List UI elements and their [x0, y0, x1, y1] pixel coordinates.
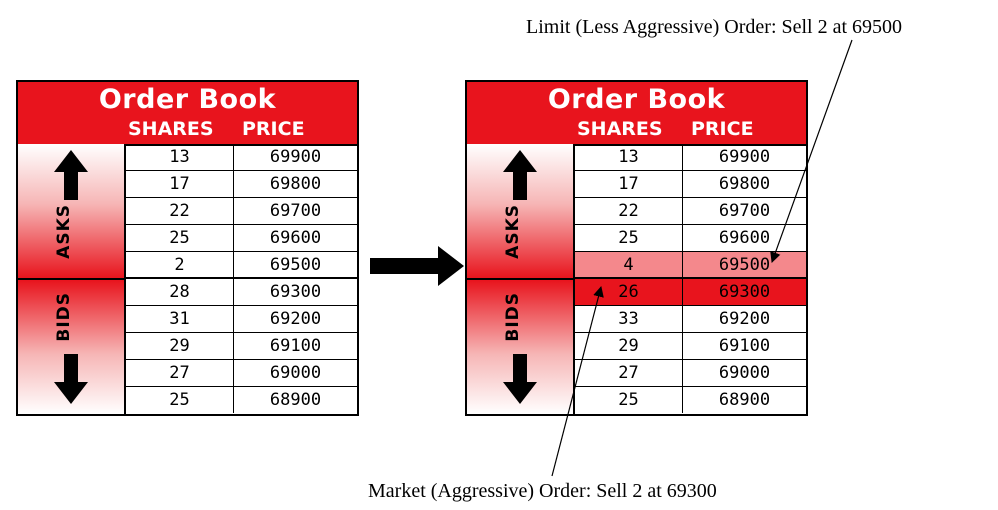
bid-row: 31 69200: [126, 306, 357, 333]
limit-order-annotation: Limit (Less Aggressive) Order: Sell 2 at…: [526, 16, 903, 38]
arrow-up-icon: [54, 150, 88, 200]
bid-row: 25 68900: [575, 387, 806, 414]
order-book-after: Order Book SHARES PRICE ASKS BIDS 13 6990…: [465, 80, 808, 416]
price-cell: 69300: [718, 282, 771, 302]
shares-cell: 22: [126, 198, 234, 224]
price-cell: 69500: [269, 255, 322, 275]
shares-cell: 25: [575, 387, 683, 413]
ask-row: 25 69600: [575, 225, 806, 252]
shares-cell: 26: [575, 279, 683, 305]
arrow-up-icon: [503, 150, 537, 200]
ask-row: 2 69500: [126, 252, 357, 279]
shares-cell: 25: [126, 387, 234, 413]
price-cell: 69500: [718, 255, 771, 275]
price-cell: 69800: [718, 174, 771, 194]
arrow-down-icon: [503, 354, 537, 404]
shares-cell: 13: [575, 144, 683, 170]
shares-cell: 13: [126, 144, 234, 170]
price-cell: 69900: [269, 147, 322, 167]
price-cell: 69200: [718, 309, 771, 329]
price-cell: 68900: [718, 390, 771, 410]
shares-cell: 29: [126, 333, 234, 359]
price-cell: 69800: [269, 174, 322, 194]
price-cell: 69100: [269, 336, 322, 356]
shares-cell: 4: [575, 252, 683, 278]
shares-cell: 27: [126, 360, 234, 386]
market-order-row: 26 69300: [575, 279, 806, 306]
price-cell: 68900: [269, 390, 322, 410]
ask-row: 22 69700: [575, 198, 806, 225]
order-book-header: Order Book SHARES PRICE: [467, 82, 806, 146]
bid-row: 25 68900: [126, 387, 357, 414]
shares-column-header: SHARES: [128, 118, 214, 140]
ask-row: 13 69900: [575, 144, 806, 171]
shares-cell: 29: [575, 333, 683, 359]
shares-cell: 25: [575, 225, 683, 251]
price-cell: 69600: [269, 228, 322, 248]
price-cell: 69000: [718, 363, 771, 383]
shares-cell: 28: [126, 279, 234, 305]
ask-row: 22 69700: [126, 198, 357, 225]
shares-cell: 17: [126, 171, 234, 197]
bid-row: 29 69100: [575, 333, 806, 360]
price-cell: 69600: [718, 228, 771, 248]
market-order-annotation: Market (Aggressive) Order: Sell 2 at 693…: [368, 480, 717, 502]
ask-row: 25 69600: [126, 225, 357, 252]
price-cell: 69200: [269, 309, 322, 329]
asks-side: ASKS: [18, 144, 126, 280]
shares-cell: 17: [575, 171, 683, 197]
price-cell: 69300: [269, 282, 322, 302]
order-book-before: Order Book SHARES PRICE ASKS BIDS 13 6990…: [16, 80, 359, 416]
price-cell: 69900: [718, 147, 771, 167]
price-cell: 69000: [269, 363, 322, 383]
price-cell: 69700: [718, 201, 771, 221]
asks-label: ASKS: [503, 204, 523, 259]
shares-cell: 31: [126, 306, 234, 332]
shares-cell: 25: [126, 225, 234, 251]
bids-label: BIDS: [503, 292, 523, 342]
bids-label: BIDS: [54, 292, 74, 342]
shares-column-header: SHARES: [577, 118, 663, 140]
order-book-title: Order Book: [547, 84, 726, 115]
bid-row: 27 69000: [126, 360, 357, 387]
ask-row: 17 69800: [126, 171, 357, 198]
price-cell: 69100: [718, 336, 771, 356]
order-rows: 13 69900 17 69800 22 69700 25 69600 4 69500 2…: [575, 144, 806, 414]
shares-cell: 27: [575, 360, 683, 386]
shares-cell: 22: [575, 198, 683, 224]
bid-row: 29 69100: [126, 333, 357, 360]
transition-arrow-icon: [370, 246, 464, 286]
price-column-header: PRICE: [242, 118, 305, 140]
bid-row: 33 69200: [575, 306, 806, 333]
asks-side: ASKS: [467, 144, 575, 280]
asks-label: ASKS: [54, 204, 74, 259]
bid-row: 28 69300: [126, 279, 357, 306]
order-rows: 13 69900 17 69800 22 69700 25 69600 2 69500 2…: [126, 144, 357, 414]
limit-order-row: 4 69500: [575, 252, 806, 279]
bids-side: BIDS: [467, 280, 575, 414]
bids-side: BIDS: [18, 280, 126, 414]
shares-cell: 2: [126, 252, 234, 278]
price-cell: 69700: [269, 201, 322, 221]
price-column-header: PRICE: [691, 118, 754, 140]
ask-row: 13 69900: [126, 144, 357, 171]
order-book-title: Order Book: [98, 84, 277, 115]
ask-row: 17 69800: [575, 171, 806, 198]
bid-row: 27 69000: [575, 360, 806, 387]
shares-cell: 33: [575, 306, 683, 332]
arrow-down-icon: [54, 354, 88, 404]
order-book-header: Order Book SHARES PRICE: [18, 82, 357, 146]
